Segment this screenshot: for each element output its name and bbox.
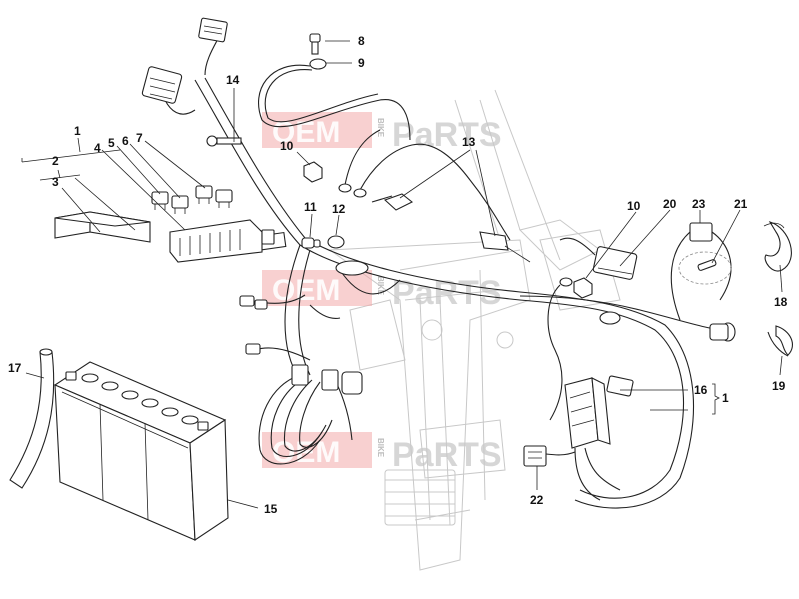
- spacer-11: [301, 237, 321, 249]
- harness-grommet: [335, 260, 369, 276]
- watermark-bike-text: BIKE: [376, 276, 385, 296]
- harness-connector-top: [198, 17, 228, 43]
- nut-10-left: [303, 161, 323, 183]
- bolt-14: [206, 135, 242, 147]
- coil-leads: [258, 364, 363, 465]
- watermark-parts-text: PaRTS: [392, 436, 502, 474]
- clamp-18: [763, 221, 792, 272]
- harness-clip: [599, 311, 621, 325]
- callout-18: 18: [774, 295, 788, 309]
- watermark-bike-text: BIKE: [376, 118, 385, 138]
- fuse-7-b: [215, 189, 233, 208]
- callout-22: 22: [530, 493, 544, 507]
- battery-cable-13: [338, 129, 531, 263]
- harness-connector-small-left: [239, 295, 268, 310]
- callout-23: 23: [692, 197, 706, 211]
- grommet-12: [327, 235, 345, 249]
- leader-lines: [21, 40, 783, 509]
- callout-8: 8: [358, 34, 365, 48]
- callout-5: 5: [108, 136, 115, 150]
- ground-cable-9: [258, 58, 411, 141]
- relay-20: [559, 237, 638, 280]
- callout-10-right: 10: [627, 199, 641, 213]
- battery-15: [53, 361, 229, 541]
- callout-20: 20: [663, 197, 677, 211]
- fuse-16: [606, 375, 634, 397]
- harness-connector-upper: [141, 66, 183, 104]
- fuse-holder: [169, 219, 275, 263]
- fuse-box-cover: [54, 211, 151, 243]
- watermark-top: OEM BIKE PaRTS: [262, 112, 502, 154]
- coil-connector-3: [341, 371, 363, 395]
- callout-16: 16: [694, 383, 708, 397]
- watermark-oem-text: OEM: [272, 274, 340, 307]
- callout-1-right: 1: [722, 391, 729, 405]
- callout-11: 11: [304, 200, 317, 214]
- watermark-parts-text: PaRTS: [392, 274, 502, 312]
- nut-10-right: [573, 277, 593, 299]
- frame-outline: [328, 89, 621, 571]
- clip-19: [767, 325, 793, 357]
- callout-2: 2: [52, 154, 59, 168]
- callout-21: 21: [734, 197, 748, 211]
- callout-7: 7: [136, 131, 143, 145]
- fuse-6: [171, 195, 189, 214]
- callout-19: 19: [772, 379, 786, 393]
- fuse-7-a: [195, 185, 213, 204]
- watermark-middle: OEM BIKE PaRTS: [262, 270, 502, 312]
- starter-cable: [547, 277, 573, 421]
- breather-hose-17: [9, 348, 55, 489]
- connector-23: [670, 222, 732, 321]
- harness-end-plug: [709, 322, 736, 342]
- callout-12: 12: [332, 202, 346, 216]
- control-unit-16: [564, 377, 621, 501]
- callout-4: 4: [94, 141, 101, 155]
- coil-connector-1: [291, 364, 309, 386]
- callout-17: 17: [8, 361, 22, 375]
- harness-connector-lower-left: [245, 343, 261, 355]
- coil-connector-2: [321, 369, 339, 391]
- detail-21: [678, 251, 732, 285]
- watermark-bike-text: BIKE: [376, 438, 385, 458]
- callout-15: 15: [264, 502, 278, 516]
- callout-10-left: 10: [280, 139, 294, 153]
- watermark-bottom: OEM BIKE PaRTS: [262, 432, 502, 474]
- callout-14: 14: [226, 73, 240, 87]
- callout-13: 13: [462, 135, 476, 149]
- callout-1-top: 1: [74, 124, 81, 138]
- callout-9: 9: [358, 56, 365, 70]
- callout-3: 3: [52, 175, 59, 189]
- callout-labels: 1 2 3 4 5 6 7 8 9 10 10 11 12 13 14 15 1…: [8, 34, 788, 516]
- connector-22: [523, 445, 576, 467]
- callout-6: 6: [122, 134, 129, 148]
- screw-8: [309, 33, 321, 55]
